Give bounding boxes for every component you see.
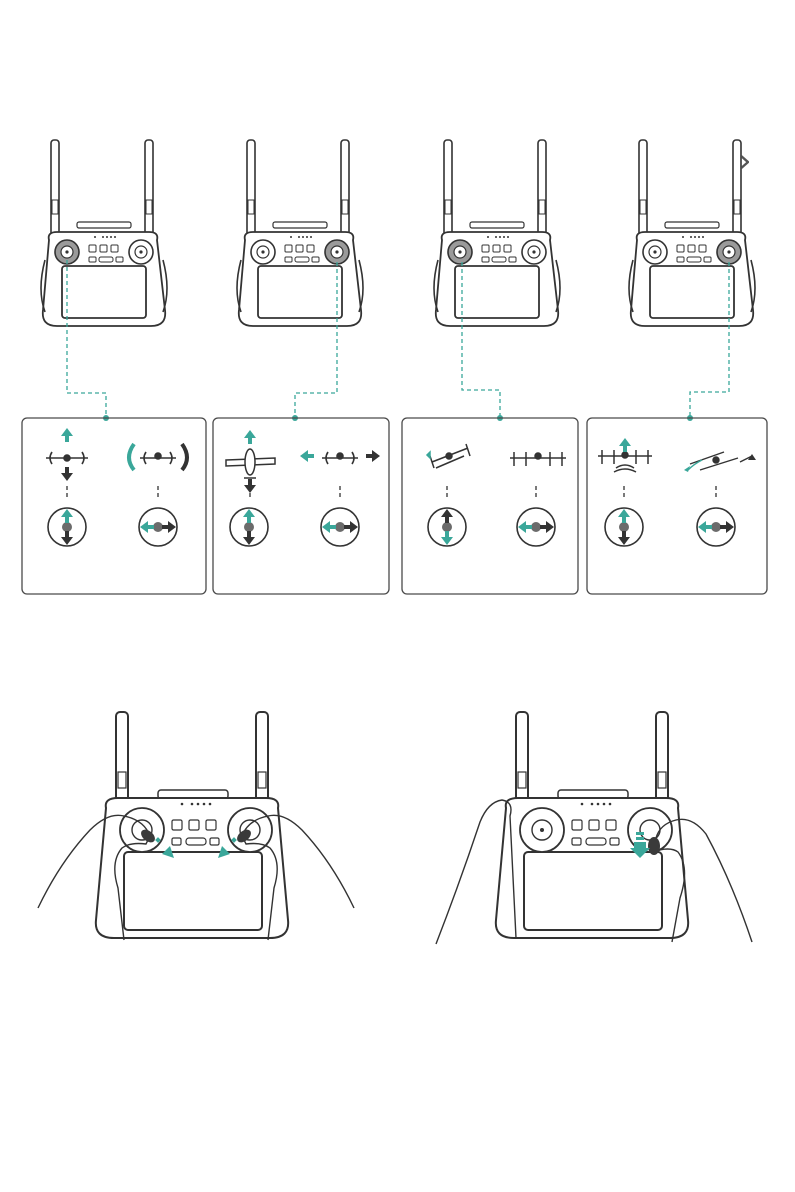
hands-illustration-right-stick [436,712,752,944]
airplane-top-icon [226,449,275,478]
controller-2 [237,140,363,326]
airplane-side-icon [322,452,358,464]
page-mark: › [738,141,752,181]
controller-4 [629,140,755,326]
stick-horizontal-icon [139,508,177,546]
airplane-front-icon [46,452,88,464]
stick-horizontal-icon [321,508,359,546]
top-controllers [41,140,755,326]
stick-horizontal-icon [697,508,735,546]
drone-front-icon [510,452,566,466]
stick-vertical-icon [605,508,643,546]
drone-side-move-icon [688,452,752,470]
drone-lift-icon [598,450,652,472]
controller-3 [434,140,560,326]
controller-1 [41,140,167,326]
stick-vertical-icon [230,508,268,546]
stick-vertical-icon [48,508,86,546]
panel-1 [46,428,187,546]
drone-tilt-icon [427,444,470,468]
stick-vertical-icon [428,508,466,546]
panel-2 [226,430,380,546]
hands-illustration-both-sticks [38,712,354,940]
stick-horizontal-icon [517,508,555,546]
airplane-roll-icon [129,444,187,470]
panel-4 [598,438,756,546]
panel-3 [427,444,566,546]
